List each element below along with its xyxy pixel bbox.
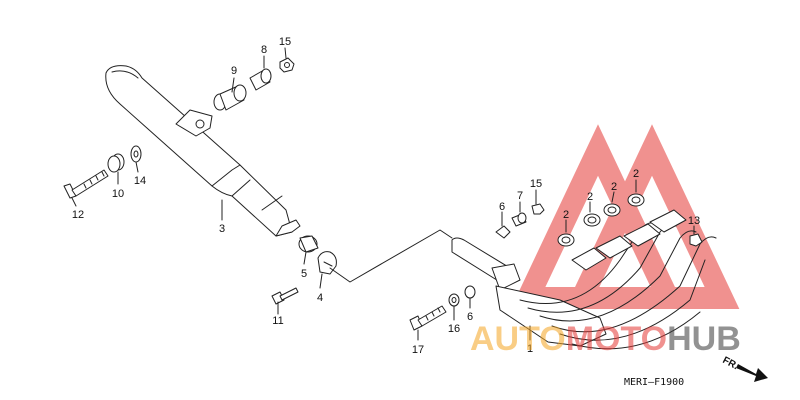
callout-17: 17: [412, 344, 424, 356]
rubber-9: [213, 84, 247, 111]
collar-7: [511, 212, 527, 227]
callout-13: 13: [688, 215, 700, 227]
callout-11: 11: [272, 315, 283, 327]
callout-9: 9: [231, 65, 237, 77]
watermark-logo: [510, 124, 740, 309]
gasket-2-a: [557, 233, 575, 247]
callout-2-a: 2: [563, 209, 569, 221]
gasket-2-c: [603, 203, 621, 217]
callout-5: 5: [301, 268, 307, 280]
gasket-2-b: [583, 213, 601, 227]
callout-8: 8: [261, 44, 267, 56]
callout-10: 10: [112, 188, 124, 200]
callout-15-right: 15: [530, 178, 542, 190]
washer-14: [130, 145, 142, 163]
bolt-12: [63, 169, 109, 199]
nut-15-top: [279, 57, 295, 73]
washer-16: [448, 293, 460, 307]
diagram-code: MERI—F1900: [624, 377, 684, 388]
callout-6-top: 6: [499, 201, 505, 213]
nut-15-right: [531, 203, 545, 215]
callout-7: 7: [517, 190, 523, 202]
callout-4: 4: [317, 292, 323, 304]
connection-line: [329, 229, 453, 283]
watermark-hub: HUB: [667, 320, 741, 358]
watermark-auto: AUTO: [470, 320, 566, 358]
muffler-part: [105, 65, 301, 237]
bolt-17: [409, 305, 447, 331]
callout-2-d: 2: [633, 168, 639, 180]
collar-10: [107, 153, 125, 173]
front-arrow-icon: [736, 364, 768, 382]
bolt-11: [271, 287, 299, 305]
watermark-moto: MOTO: [566, 320, 667, 358]
callout-2-b: 2: [587, 191, 593, 203]
band-4: [317, 251, 337, 275]
callout-3: 3: [219, 223, 225, 235]
callout-16: 16: [448, 323, 460, 335]
leader-lines: [71, 47, 695, 341]
callout-12: 12: [72, 209, 84, 221]
front-direction-indicator: FR.: [721, 355, 768, 382]
rubber-6-top: [495, 225, 511, 239]
rubber-6-bottom: [464, 285, 476, 299]
callout-15-top: 15: [279, 36, 291, 48]
exhaust-header: [451, 209, 717, 350]
callout-2-c: 2: [611, 181, 617, 193]
callout-14: 14: [134, 175, 146, 187]
watermark-text: AUTOMOTOHUB: [470, 320, 741, 358]
gasket-5: [298, 235, 319, 253]
callout-1: 1: [527, 343, 533, 355]
gasket-2-d: [627, 193, 645, 207]
nut-13: [689, 233, 703, 247]
callout-6-bottom: 6: [467, 311, 473, 323]
collar-8: [249, 68, 272, 91]
